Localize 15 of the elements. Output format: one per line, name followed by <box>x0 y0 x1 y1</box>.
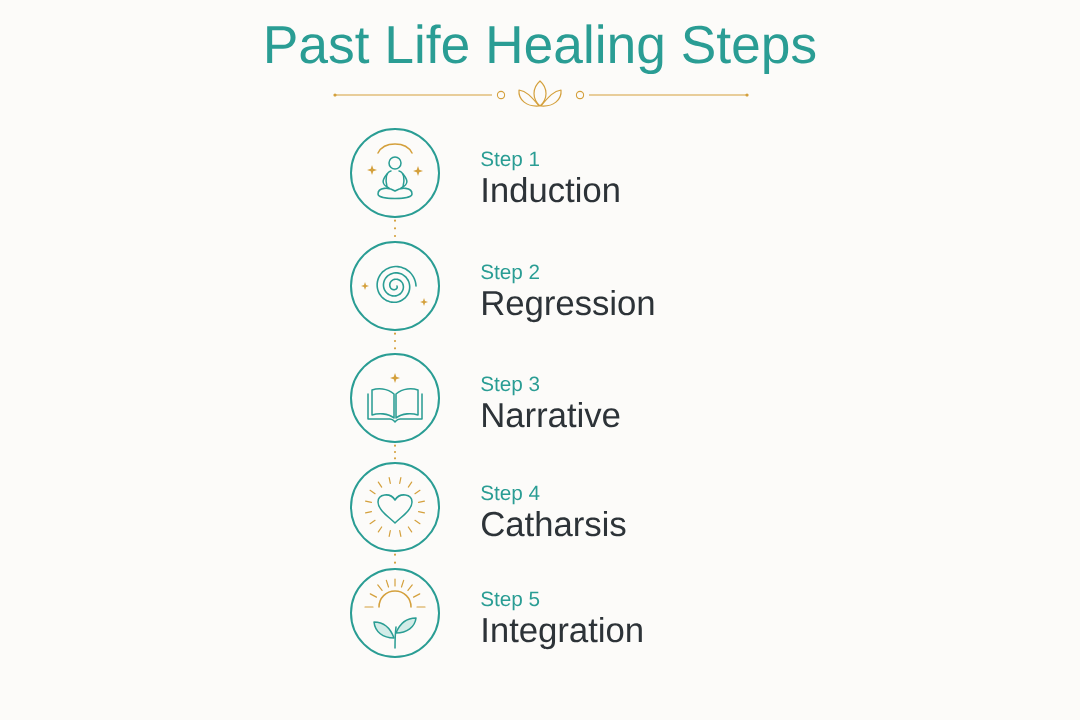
dotted-connector <box>393 444 397 461</box>
dotted-connector <box>393 219 397 240</box>
step-title: Catharsis <box>482 510 626 537</box>
step-title: Integration <box>483 616 642 650</box>
step-label: Step 3 <box>481 376 540 396</box>
step-label: Step 1 <box>481 151 539 171</box>
step-label: Step 5 <box>481 591 540 611</box>
step-title: Narrative <box>483 401 620 428</box>
step-title: Induction <box>483 176 619 203</box>
step-label: Step 4 <box>481 485 540 505</box>
step-title: Regression <box>483 289 654 323</box>
title: Past Life Healing Steps <box>267 24 816 75</box>
dotted-connector <box>393 332 397 352</box>
step-label: Step 2 <box>481 264 539 284</box>
dotted-connector <box>393 553 397 567</box>
